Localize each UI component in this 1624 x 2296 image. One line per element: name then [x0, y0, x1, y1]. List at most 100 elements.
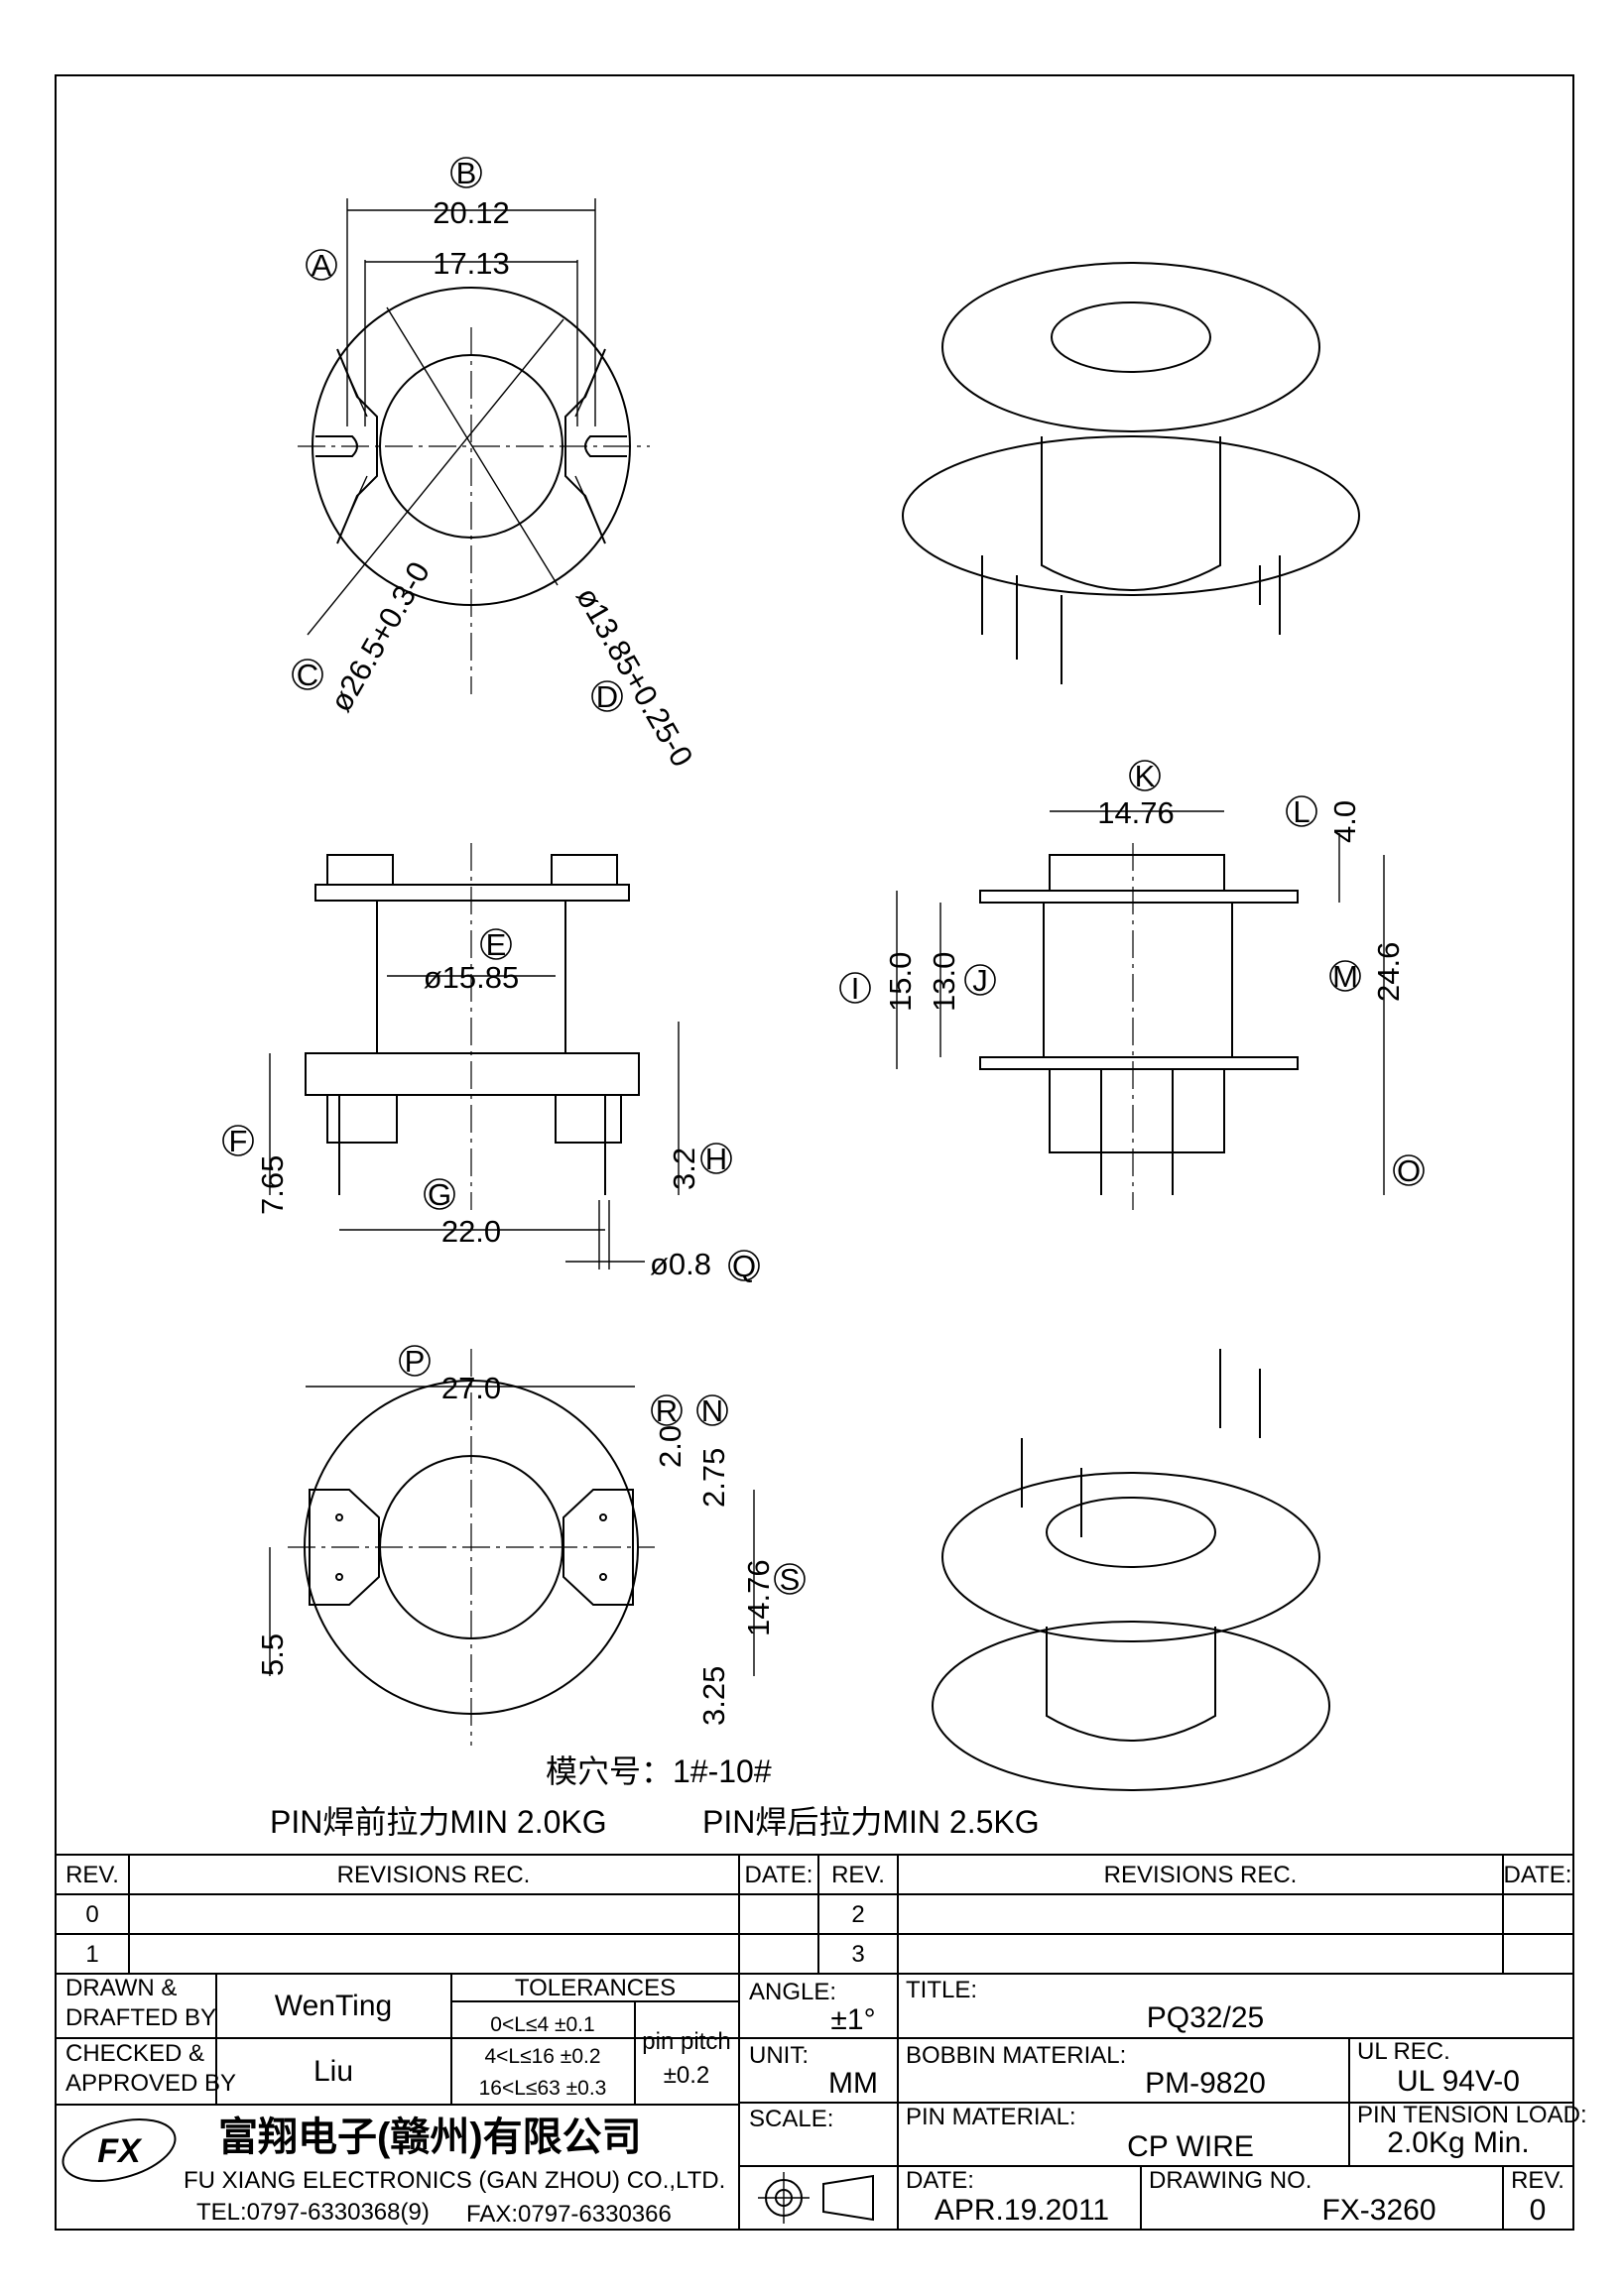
- company-logo-icon: FX: [62, 2118, 177, 2182]
- tolerance-2: 4<L≤16 ±0.2: [484, 2045, 600, 2068]
- dim-l: 4.0: [1327, 800, 1362, 843]
- dim-p: 27.0: [441, 1371, 501, 1405]
- company-block: FX 富翔电子(赣州)有限公司 FU XIANG ELECTRONICS (GA…: [62, 2115, 725, 2228]
- rev-row-2: 2: [851, 1901, 864, 1928]
- dim-b: 20.12: [433, 195, 510, 230]
- label-j: J: [972, 963, 988, 998]
- tolerances-header: TOLERANCES: [515, 1975, 676, 2001]
- projection-symbol-icon: [758, 2172, 874, 2224]
- rev-header-right: REV.: [831, 1862, 885, 1888]
- bobbin-material-label: BOBBIN MATERIAL:: [906, 2042, 1126, 2069]
- label-m: M: [1332, 959, 1358, 994]
- label-p: P: [405, 1344, 426, 1379]
- dim-h: 3.2: [667, 1148, 701, 1190]
- rev-label: REV.: [1511, 2167, 1564, 2194]
- label-c: C: [297, 658, 318, 692]
- revision-table: REV. REVISIONS REC. DATE: REV. REVISIONS…: [56, 1854, 1573, 1975]
- dim-g: 22.0: [441, 1214, 501, 1249]
- dim-e: ø15.85: [424, 960, 520, 995]
- revisions-header-right: REVISIONS REC.: [1104, 1862, 1298, 1888]
- label-b: B: [456, 156, 477, 190]
- pin-pitch-label: pin pitch: [642, 2028, 730, 2055]
- checked-label: CHECKED &: [65, 2040, 204, 2067]
- dim-s: 14.76: [741, 1559, 776, 1636]
- tolerance-3: 16<L≤63 ±0.3: [479, 2077, 607, 2100]
- approved-label: APPROVED BY: [65, 2070, 236, 2097]
- dim-q: ø0.8: [650, 1247, 711, 1281]
- tolerance-1: 0<L≤4 ±0.1: [490, 2013, 594, 2036]
- pin-material-label: PIN MATERIAL:: [906, 2104, 1076, 2130]
- bottom-view: P 27.0 R 2.0 N 2.75 S 14.76 5.5 3.25: [255, 1344, 806, 1746]
- approved-by: Liu: [313, 2055, 353, 2088]
- angle-label: ANGLE:: [749, 1979, 836, 2005]
- rev-row-1: 1: [85, 1941, 98, 1968]
- drawing-frame: [55, 74, 1574, 2231]
- rev-row-3: 3: [851, 1941, 864, 1968]
- company-name-cn: 富翔电子(赣州)有限公司: [218, 2115, 642, 2159]
- scale-label: SCALE:: [749, 2106, 833, 2132]
- front-view: E ø15.85 F 7.65 G 22.0 H 3.2 Q ø0.8: [222, 843, 760, 1283]
- title-label: TITLE:: [906, 1977, 977, 2003]
- label-k: K: [1135, 759, 1156, 793]
- dim-j: 13.0: [927, 952, 961, 1012]
- side-view: K 14.76 L 4.0 I 15.0 J 13.0 M 24.6 O: [839, 759, 1425, 1210]
- drawing-no-label: DRAWING NO.: [1149, 2167, 1312, 2194]
- company-fax: FAX:0797-6330366: [466, 2201, 672, 2228]
- drawing-no-value: FX-3260: [1321, 2194, 1436, 2227]
- unit-label: UNIT:: [749, 2042, 809, 2069]
- label-l: L: [1293, 794, 1310, 829]
- drafted-label: DRAFTED BY: [65, 2004, 216, 2031]
- pin-pitch-value: ±0.2: [664, 2062, 710, 2089]
- label-n: N: [701, 1393, 723, 1428]
- top-view: B 20.12 A 17.13 C ø26.5+0.3-0 D ø13.85+0…: [292, 156, 700, 773]
- pin-tension-value: 2.0Kg Min.: [1387, 2126, 1529, 2159]
- drawn-label: DRAWN &: [65, 1975, 177, 2001]
- label-f: F: [229, 1124, 248, 1158]
- rev-row-0: 0: [85, 1901, 98, 1928]
- dim-i: 15.0: [883, 952, 918, 1012]
- angle-value: ±1°: [830, 2003, 875, 2036]
- unit-value: MM: [828, 2067, 878, 2100]
- title-block: DRAWN & DRAFTED BY WenTing CHECKED & APP…: [56, 1974, 1587, 2230]
- pin-material-value: CP WIRE: [1127, 2130, 1254, 2163]
- dim-k: 14.76: [1097, 795, 1175, 830]
- label-o: O: [1397, 1153, 1421, 1188]
- label-e: E: [486, 927, 507, 962]
- rev-value: 0: [1530, 2194, 1547, 2227]
- rev-header-left: REV.: [65, 1862, 119, 1888]
- dim-a: 17.13: [433, 246, 510, 281]
- label-q: Q: [732, 1249, 756, 1283]
- company-tel: TEL:0797-6330368(9): [196, 2199, 430, 2226]
- dim-5-5: 5.5: [255, 1633, 290, 1676]
- pull-after-note: PIN焊后拉力MIN 2.5KG: [702, 1804, 1040, 1840]
- label-a: A: [312, 248, 332, 283]
- dim-d: ø13.85+0.25-0: [569, 581, 700, 773]
- dim-m: 24.6: [1371, 942, 1406, 1002]
- bobbin-material-value: PM-9820: [1145, 2067, 1266, 2100]
- label-i: I: [851, 971, 860, 1006]
- label-s: S: [780, 1562, 801, 1597]
- date-label: DATE:: [906, 2167, 974, 2194]
- pin-tension-label: PIN TENSION LOAD:: [1357, 2102, 1587, 2128]
- revisions-header-left: REVISIONS REC.: [337, 1862, 531, 1888]
- dim-3-25: 3.25: [696, 1666, 731, 1726]
- title-value: PQ32/25: [1147, 2001, 1264, 2034]
- isometric-view-bottom: [932, 1349, 1330, 1791]
- isometric-view-top: [902, 262, 1360, 684]
- date-header-left: DATE:: [745, 1862, 813, 1888]
- company-name-en: FU XIANG ELECTRONICS (GAN ZHOU) CO.,LTD.: [184, 2167, 725, 2194]
- dim-r: 2.0: [653, 1425, 687, 1468]
- ul-value: UL 94V-0: [1397, 2065, 1520, 2098]
- dim-f: 7.65: [255, 1155, 290, 1215]
- date-header-right: DATE:: [1504, 1862, 1572, 1888]
- label-r: R: [656, 1393, 678, 1428]
- pull-before-note: PIN焊前拉力MIN 2.0KG: [270, 1804, 607, 1840]
- logo-text: FX: [97, 2132, 143, 2170]
- ul-label: UL REC.: [1357, 2038, 1450, 2065]
- date-value: APR.19.2011: [935, 2194, 1109, 2227]
- dim-n: 2.75: [696, 1448, 731, 1508]
- label-d: D: [596, 679, 618, 714]
- label-g: G: [428, 1177, 451, 1212]
- dim-c: ø26.5+0.3-0: [323, 555, 437, 717]
